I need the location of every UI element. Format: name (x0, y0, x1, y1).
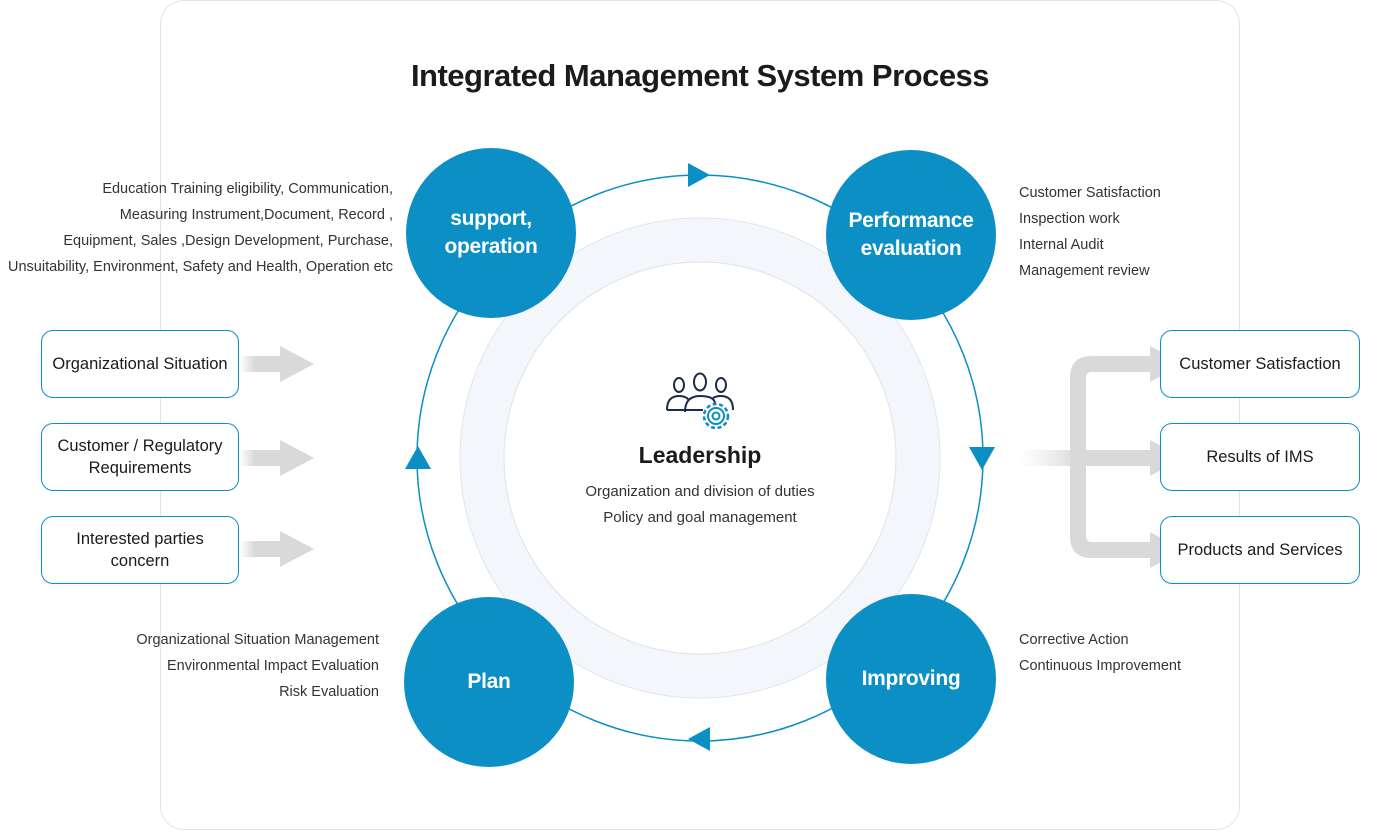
plan-notes: Organizational Situation Management Envi… (80, 627, 379, 705)
leadership-line: Policy and goal management (603, 509, 797, 526)
note-line: Measuring Instrument,Document, Record , (119, 207, 393, 223)
input-organizational-situation: Organizational Situation (41, 330, 239, 398)
output-results-of-ims: Results of IMS (1160, 423, 1360, 491)
arrow-left-up-icon (405, 446, 431, 469)
leadership-team-gear-icon (666, 372, 734, 413)
input-arrow-3 (240, 531, 314, 567)
note-line: Environmental Impact Evaluation (167, 658, 379, 674)
page-title: Integrated Management System Process (410, 58, 990, 93)
output-label: Results of IMS (1206, 448, 1314, 466)
output-customer-satisfaction: Customer Satisfaction (1160, 330, 1360, 398)
note-line: Customer Satisfaction (1019, 185, 1161, 201)
input-arrow-2 (240, 440, 314, 476)
input-interested-parties: Interested parties concern (41, 516, 239, 584)
input-label: Interested parties concern (76, 530, 204, 570)
performance-notes: Customer Satisfaction Inspection work In… (1019, 180, 1279, 284)
note-line: Inspection work (1019, 211, 1120, 227)
output-label: Customer Satisfaction (1179, 355, 1341, 373)
gear-icon (702, 402, 730, 430)
node-performance-label: Performance evaluation (848, 209, 974, 260)
arrow-right-down-icon (969, 447, 995, 470)
output-label: Products and Services (1177, 541, 1343, 559)
note-line: Continuous Improvement (1019, 658, 1181, 674)
node-performance-evaluation: Performance evaluation (826, 150, 996, 320)
note-line: Education Training eligibility, Communic… (102, 181, 393, 197)
node-improving-label: Improving (861, 667, 961, 690)
input-customer-regulatory: Customer / Regulatory Requirements (41, 423, 239, 491)
note-line: Equipment, Sales ,Design Development, Pu… (63, 233, 393, 249)
support-notes: Education Training eligibility, Communic… (0, 176, 393, 280)
note-line: Organizational Situation Management (136, 632, 379, 648)
note-line: Unsuitability, Environment, Safety and H… (8, 259, 393, 275)
node-plan: Plan (404, 597, 574, 767)
note-line: Risk Evaluation (279, 684, 379, 700)
note-line: Internal Audit (1019, 237, 1104, 253)
node-plan-label: Plan (467, 670, 511, 693)
improving-notes: Corrective Action Continuous Improvement (1019, 627, 1279, 679)
input-label: Customer / Regulatory Requirements (57, 437, 223, 477)
arrow-top-right-icon (688, 163, 710, 187)
leadership-title: Leadership (638, 442, 762, 468)
input-label: Organizational Situation (52, 355, 228, 373)
input-arrow-1 (240, 346, 314, 382)
note-line: Management review (1019, 263, 1150, 279)
arrow-bottom-left-icon (688, 727, 710, 751)
note-line: Corrective Action (1019, 632, 1129, 648)
inner-ring (503, 261, 897, 655)
output-products-services: Products and Services (1160, 516, 1360, 584)
leadership-center: Leadership Organization and division of … (500, 360, 900, 531)
node-support-label: support, operation (444, 207, 538, 258)
node-improving: Improving (826, 594, 996, 764)
node-support-operation: support, operation (406, 148, 576, 318)
leadership-line: Organization and division of duties (585, 483, 815, 500)
leadership-details: Organization and division of duties Poli… (500, 479, 900, 531)
